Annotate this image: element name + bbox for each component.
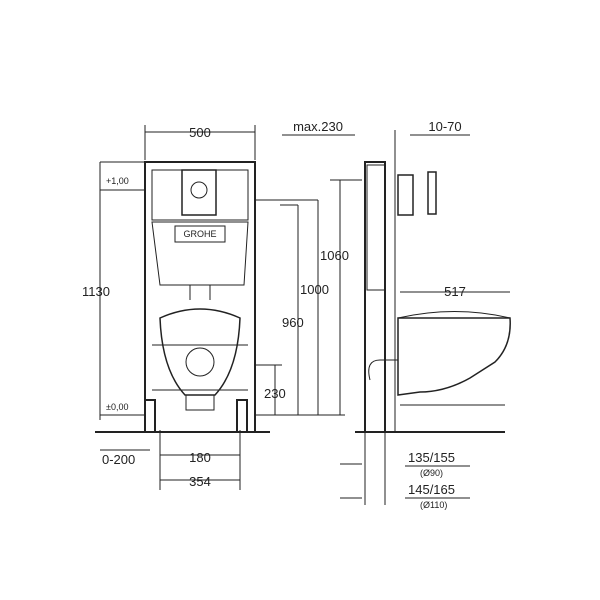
dim-1130: 1130 (82, 284, 110, 299)
flush-plate (181, 169, 217, 216)
dim-517: 517 (444, 284, 466, 299)
dimension-labels: 500 max.230 10-70 +1,00 ±0,00 1130 1060 … (82, 119, 466, 510)
dimension-lines (99, 125, 510, 499)
toilet-bowl-side (397, 317, 511, 396)
dim-180: 180 (189, 450, 211, 465)
side-view (355, 130, 511, 505)
front-view: GROHE (95, 161, 270, 433)
dim-354: 354 (189, 474, 211, 489)
dim-0-200: 0-200 (102, 452, 135, 467)
dim-960: 960 (282, 315, 304, 330)
dim-145-165: 145/165 (408, 482, 455, 497)
dim-dia110: (Ø110) (420, 500, 447, 510)
grohe-logo: GROHE (183, 229, 216, 239)
level-zero: ±0,00 (106, 402, 128, 412)
dim-10-70: 10-70 (428, 119, 461, 134)
dim-max230: max.230 (293, 119, 343, 134)
dim-500: 500 (189, 125, 211, 140)
dim-1060: 1060 (320, 248, 349, 263)
level-top: +1,00 (106, 176, 129, 186)
dim-230: 230 (264, 386, 286, 401)
dim-135-155: 135/155 (408, 450, 455, 465)
dim-1000: 1000 (300, 282, 329, 297)
dim-dia90: (Ø90) (420, 468, 443, 478)
toilet-bowl-front (159, 308, 241, 396)
flush-button-icon (190, 181, 208, 199)
